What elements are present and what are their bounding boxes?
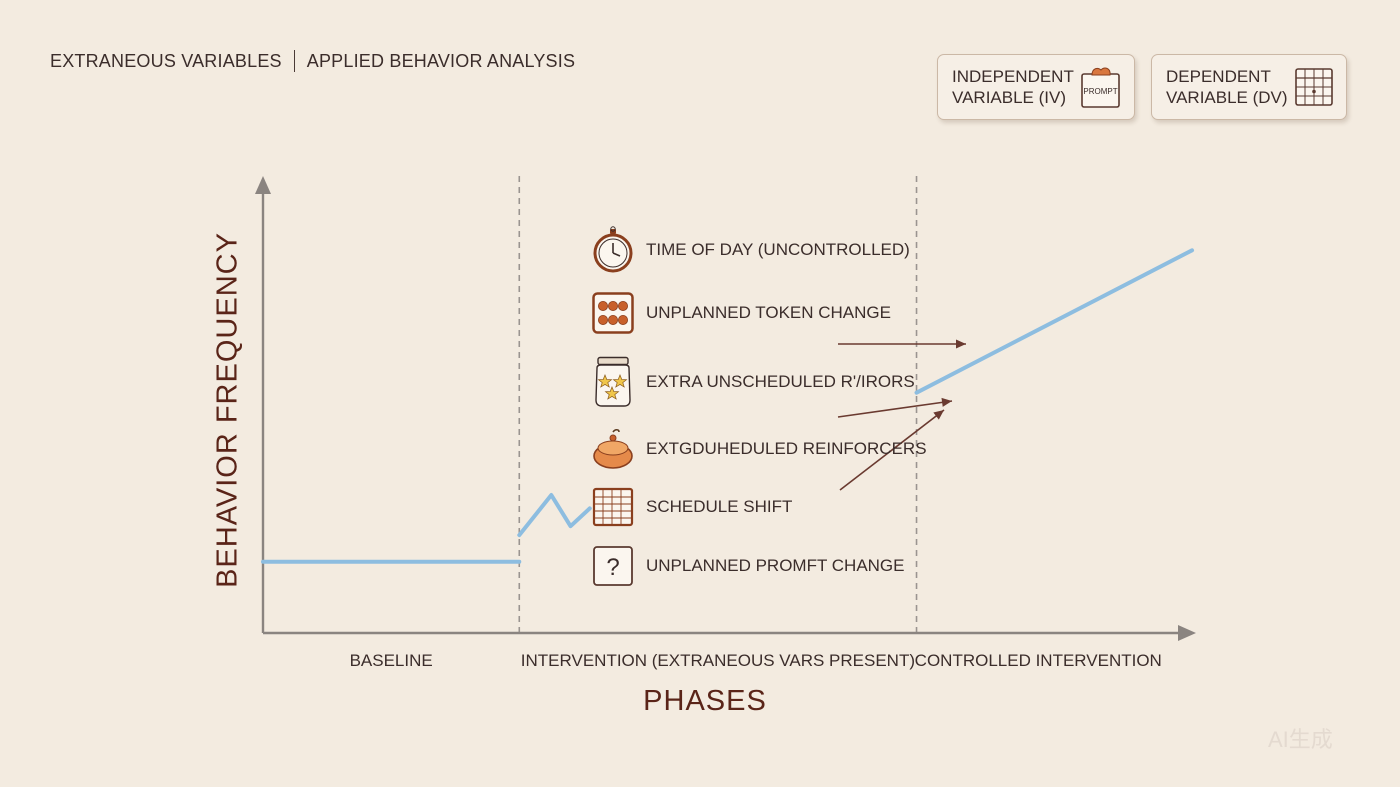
ev-item-prompt-change: ? UNPLANNED PROMFT CHANGE bbox=[592, 545, 905, 587]
data-line-segment-2 bbox=[914, 248, 1195, 395]
schedule-grid-icon bbox=[592, 487, 634, 527]
influence-arrow-1 bbox=[837, 400, 953, 418]
ev-label: EXTRA UNSCHEDULED R'/IRORS bbox=[646, 372, 915, 391]
ev-label: UNPLANNED TOKEN CHANGE bbox=[646, 303, 891, 322]
influence-arrow-2 bbox=[839, 409, 945, 491]
ev-label: EXTGDUHEDULED REINFORCERS bbox=[646, 439, 927, 458]
ev-label: SCHEDULE SHIFT bbox=[646, 497, 793, 516]
phase-label-0: BASELINE bbox=[349, 651, 433, 670]
data-line-segment-1 bbox=[517, 493, 592, 538]
legend-dv-line2: VARIABLE (DV) bbox=[1166, 88, 1288, 107]
question-card-icon: ? bbox=[593, 546, 633, 586]
prompt-icon-text: PROMPT bbox=[1083, 87, 1117, 96]
legend-iv-line2: VARIABLE (IV) bbox=[952, 88, 1066, 107]
y-axis-arrow bbox=[255, 176, 271, 194]
ev-item-unscheduled-rewards: EXTRA UNSCHEDULED R'/IRORS bbox=[592, 356, 915, 408]
legend-dependent-variable: DEPENDENT VARIABLE (DV) bbox=[1151, 54, 1347, 120]
header-topic: EXTRANEOUS VARIABLES bbox=[50, 50, 282, 71]
ev-label: TIME OF DAY (UNCONTROLLED) bbox=[646, 240, 910, 259]
legend-independent-variable: INDEPENDENT VARIABLE (IV) PROMPT bbox=[937, 54, 1135, 120]
influence-arrowhead-0 bbox=[956, 339, 966, 349]
x-axis-label: PHASES bbox=[643, 685, 767, 717]
stopwatch-icon bbox=[593, 226, 633, 273]
ev-item-time-of-day: TIME OF DAY (UNCONTROLLED) bbox=[592, 226, 910, 274]
legend-dv-line1: DEPENDENT bbox=[1166, 67, 1271, 86]
ev-item-reinforcers: EXTGDUHEDULED REINFORCERS bbox=[592, 428, 927, 470]
legend-iv-line1: INDEPENDENT bbox=[952, 67, 1074, 86]
phase-label-1: INTERVENTION (EXTRANEOUS VARS PRESENT) bbox=[520, 651, 916, 670]
x-axis-arrow bbox=[1178, 625, 1196, 641]
influence-arrowhead-1 bbox=[941, 397, 952, 407]
token-board-icon bbox=[592, 292, 634, 334]
influence-arrowhead-2 bbox=[933, 410, 944, 420]
header-subject: APPLIED BEHAVIOR ANALYSIS bbox=[306, 50, 576, 71]
data-sheet-icon bbox=[1295, 68, 1333, 106]
phase-label-2: CONTROLLED INTERVENTION bbox=[914, 651, 1162, 670]
clipboard-prompt-icon: PROMPT bbox=[1081, 67, 1120, 108]
star-jar-icon bbox=[595, 356, 631, 407]
watermark: AI生成 bbox=[1268, 727, 1333, 752]
ev-label: UNPLANNED PROMFT CHANGE bbox=[646, 556, 905, 575]
ev-item-token-change: UNPLANNED TOKEN CHANGE bbox=[592, 292, 891, 334]
y-axis-label: BEHAVIOR FREQUENCY bbox=[211, 232, 244, 588]
treat-icon bbox=[593, 428, 633, 469]
question-mark-text: ? bbox=[606, 554, 619, 581]
header-divider bbox=[293, 50, 295, 72]
page-header: EXTRANEOUS VARIABLES APPLIED BEHAVIOR AN… bbox=[50, 50, 575, 72]
ev-item-schedule-shift: SCHEDULE SHIFT bbox=[592, 487, 792, 527]
